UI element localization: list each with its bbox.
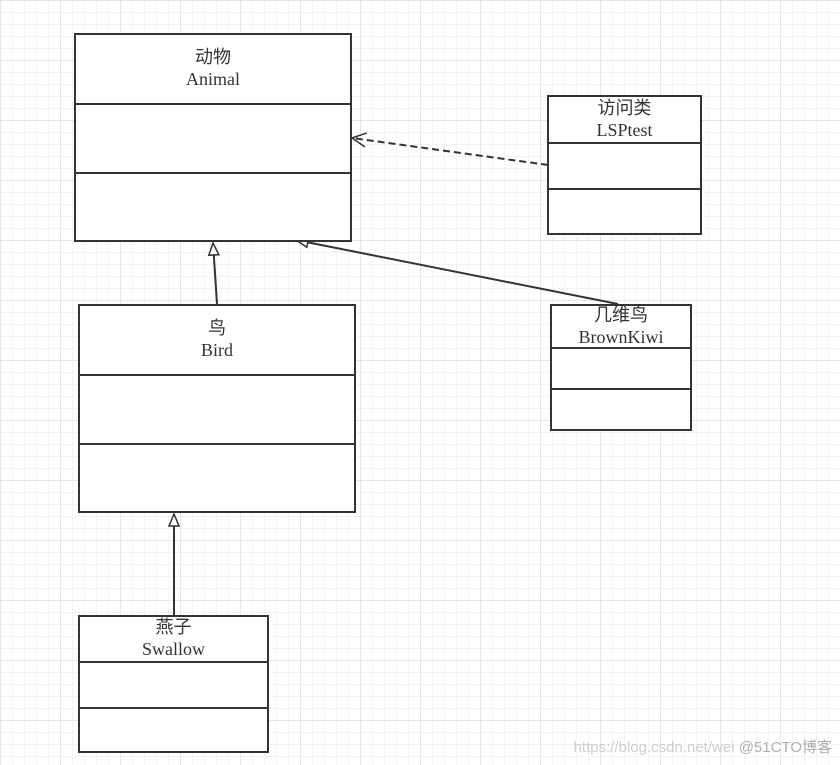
class-brownkiwi-attributes bbox=[552, 349, 690, 390]
class-bird-cn-label: 鸟 bbox=[208, 318, 226, 340]
class-lsptest-cn-label: 访问类 bbox=[597, 97, 652, 119]
watermark: https://blog.csdn.net/wei @51CTO博客 bbox=[574, 736, 832, 757]
class-animal[interactable]: 动物 Animal bbox=[74, 33, 352, 242]
class-animal-operations bbox=[76, 174, 350, 240]
class-lsptest[interactable]: 访问类 LSPtest bbox=[547, 95, 702, 235]
class-bird-operations bbox=[80, 445, 354, 511]
class-swallow-cn-label: 燕子 bbox=[155, 617, 192, 639]
class-bird-attributes bbox=[80, 376, 354, 445]
dependency-lsptest-animal bbox=[352, 138, 549, 166]
class-swallow-name: 燕子 Swallow bbox=[80, 617, 267, 663]
class-swallow-en-label: Swallow bbox=[142, 639, 205, 659]
class-lsptest-name: 访问类 LSPtest bbox=[549, 97, 700, 144]
class-animal-attributes bbox=[76, 105, 350, 174]
class-lsptest-attributes bbox=[549, 144, 700, 190]
class-bird[interactable]: 鸟 Bird bbox=[78, 304, 356, 513]
class-brownkiwi-cn-label: 几维鸟 bbox=[594, 304, 648, 326]
class-brownkiwi[interactable]: 几维鸟 BrownKiwi bbox=[550, 304, 692, 431]
class-animal-en-label: Animal bbox=[186, 69, 240, 89]
class-animal-cn-label: 动物 bbox=[195, 47, 231, 69]
generalization-bird-animal bbox=[213, 243, 217, 305]
generalization-brownkiwi-animal bbox=[296, 240, 619, 305]
class-bird-en-label: Bird bbox=[200, 340, 233, 360]
class-animal-name: 动物 Animal bbox=[76, 35, 350, 105]
class-brownkiwi-operations bbox=[552, 390, 690, 429]
watermark-url: https://blog.csdn.net/wei bbox=[573, 739, 735, 756]
class-lsptest-operations bbox=[549, 190, 700, 233]
class-swallow[interactable]: 燕子 Swallow bbox=[78, 615, 269, 753]
class-brownkiwi-en-label: BrownKiwi bbox=[578, 326, 664, 347]
class-brownkiwi-name: 几维鸟 BrownKiwi bbox=[552, 304, 690, 349]
class-lsptest-en-label: LSPtest bbox=[596, 119, 653, 140]
watermark-brand: @51CTO博客 bbox=[738, 739, 832, 756]
class-swallow-attributes bbox=[80, 663, 267, 709]
class-bird-name: 鸟 Bird bbox=[80, 306, 354, 376]
class-swallow-operations bbox=[80, 709, 267, 751]
